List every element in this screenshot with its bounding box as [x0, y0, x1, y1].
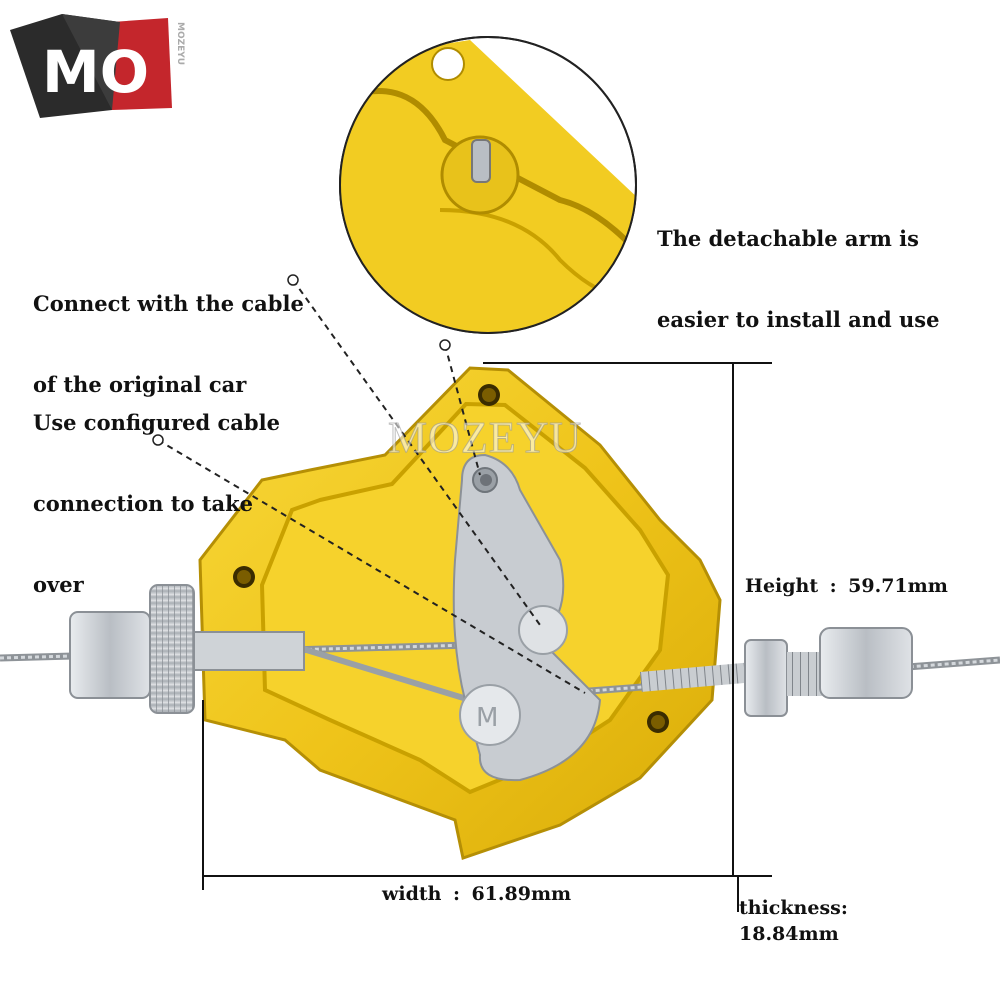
dimension-value: 18.84mm	[739, 923, 839, 945]
logo-side-text: MOZEYU	[175, 22, 185, 65]
cable-fitting-right	[640, 627, 913, 717]
dimension-label: width	[382, 883, 442, 905]
callout-line: over	[33, 572, 84, 597]
svg-text:M: M	[476, 703, 498, 733]
dimension-lines	[202, 362, 772, 912]
mounting-hole	[647, 711, 669, 733]
dimension-value: 61.89mm	[471, 883, 572, 905]
dimension-label: Height	[745, 575, 819, 597]
callout-line: Connect with the cable	[33, 291, 304, 316]
callout-line: Use configured cable	[33, 410, 280, 435]
lever-arm: M	[452, 453, 602, 782]
dimension-sep: :	[452, 883, 460, 905]
watermark: MOZEYU	[387, 413, 583, 463]
callout-line: connection to take	[33, 491, 253, 516]
leader-lines	[157, 279, 586, 694]
dimension-label: thickness:	[739, 897, 848, 919]
height-dimension: Height:59.71mm	[745, 575, 948, 597]
mounting-hole	[478, 384, 500, 406]
dimension-sep: :	[829, 575, 837, 597]
brand-logo: MO MOZEYU	[10, 14, 185, 118]
mounting-hole	[233, 566, 255, 588]
leader-marker	[152, 274, 451, 446]
callout-line: easier to install and use	[657, 307, 940, 332]
thickness-dimension: thickness: 18.84mm	[739, 895, 848, 947]
dimension-value: 59.71mm	[848, 575, 948, 597]
callout-original-cable: Connect with the cable of the original c…	[33, 236, 304, 425]
callout-detachable-arm: The detachable arm is easier to install …	[657, 171, 940, 360]
callout-configured-cable: Use configured cable connection to take …	[33, 355, 280, 625]
logo-text: MO	[42, 38, 149, 106]
width-dimension: width:61.89mm	[382, 883, 571, 905]
cable-adjuster-left	[69, 584, 305, 714]
callout-line: The detachable arm is	[657, 226, 919, 251]
callout-line: of the original car	[33, 372, 247, 397]
zoom-detail	[339, 36, 637, 334]
